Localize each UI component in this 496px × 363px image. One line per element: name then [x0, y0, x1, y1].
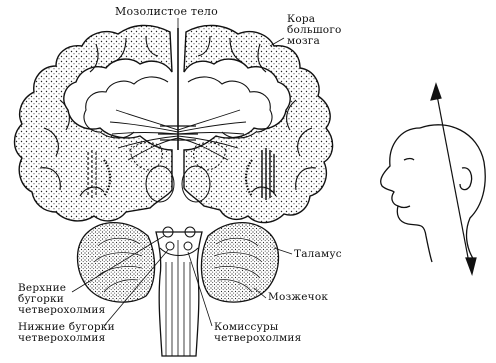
cerebellum-label: Мозжечок [268, 292, 328, 303]
thalamus-label: Таламус [294, 249, 342, 260]
brainstem [156, 232, 202, 356]
head-profile-icon [381, 125, 486, 262]
inferior-colliculi-label: Нижние бугорки четверохолмия [18, 322, 115, 344]
section-plane-arrow-icon [431, 84, 476, 274]
left-hemisphere [15, 25, 173, 221]
corpus-callosum-label: Мозолистое тело [115, 6, 218, 17]
superior-colliculi-label: Верхние бугорки четверохолмия [18, 283, 105, 316]
commissures-label: Комиссуры четверохолмия [214, 322, 301, 344]
cerebellum-right [201, 223, 278, 302]
right-hemisphere [184, 25, 333, 222]
cortex-label: Кора большого мозга [287, 14, 342, 47]
